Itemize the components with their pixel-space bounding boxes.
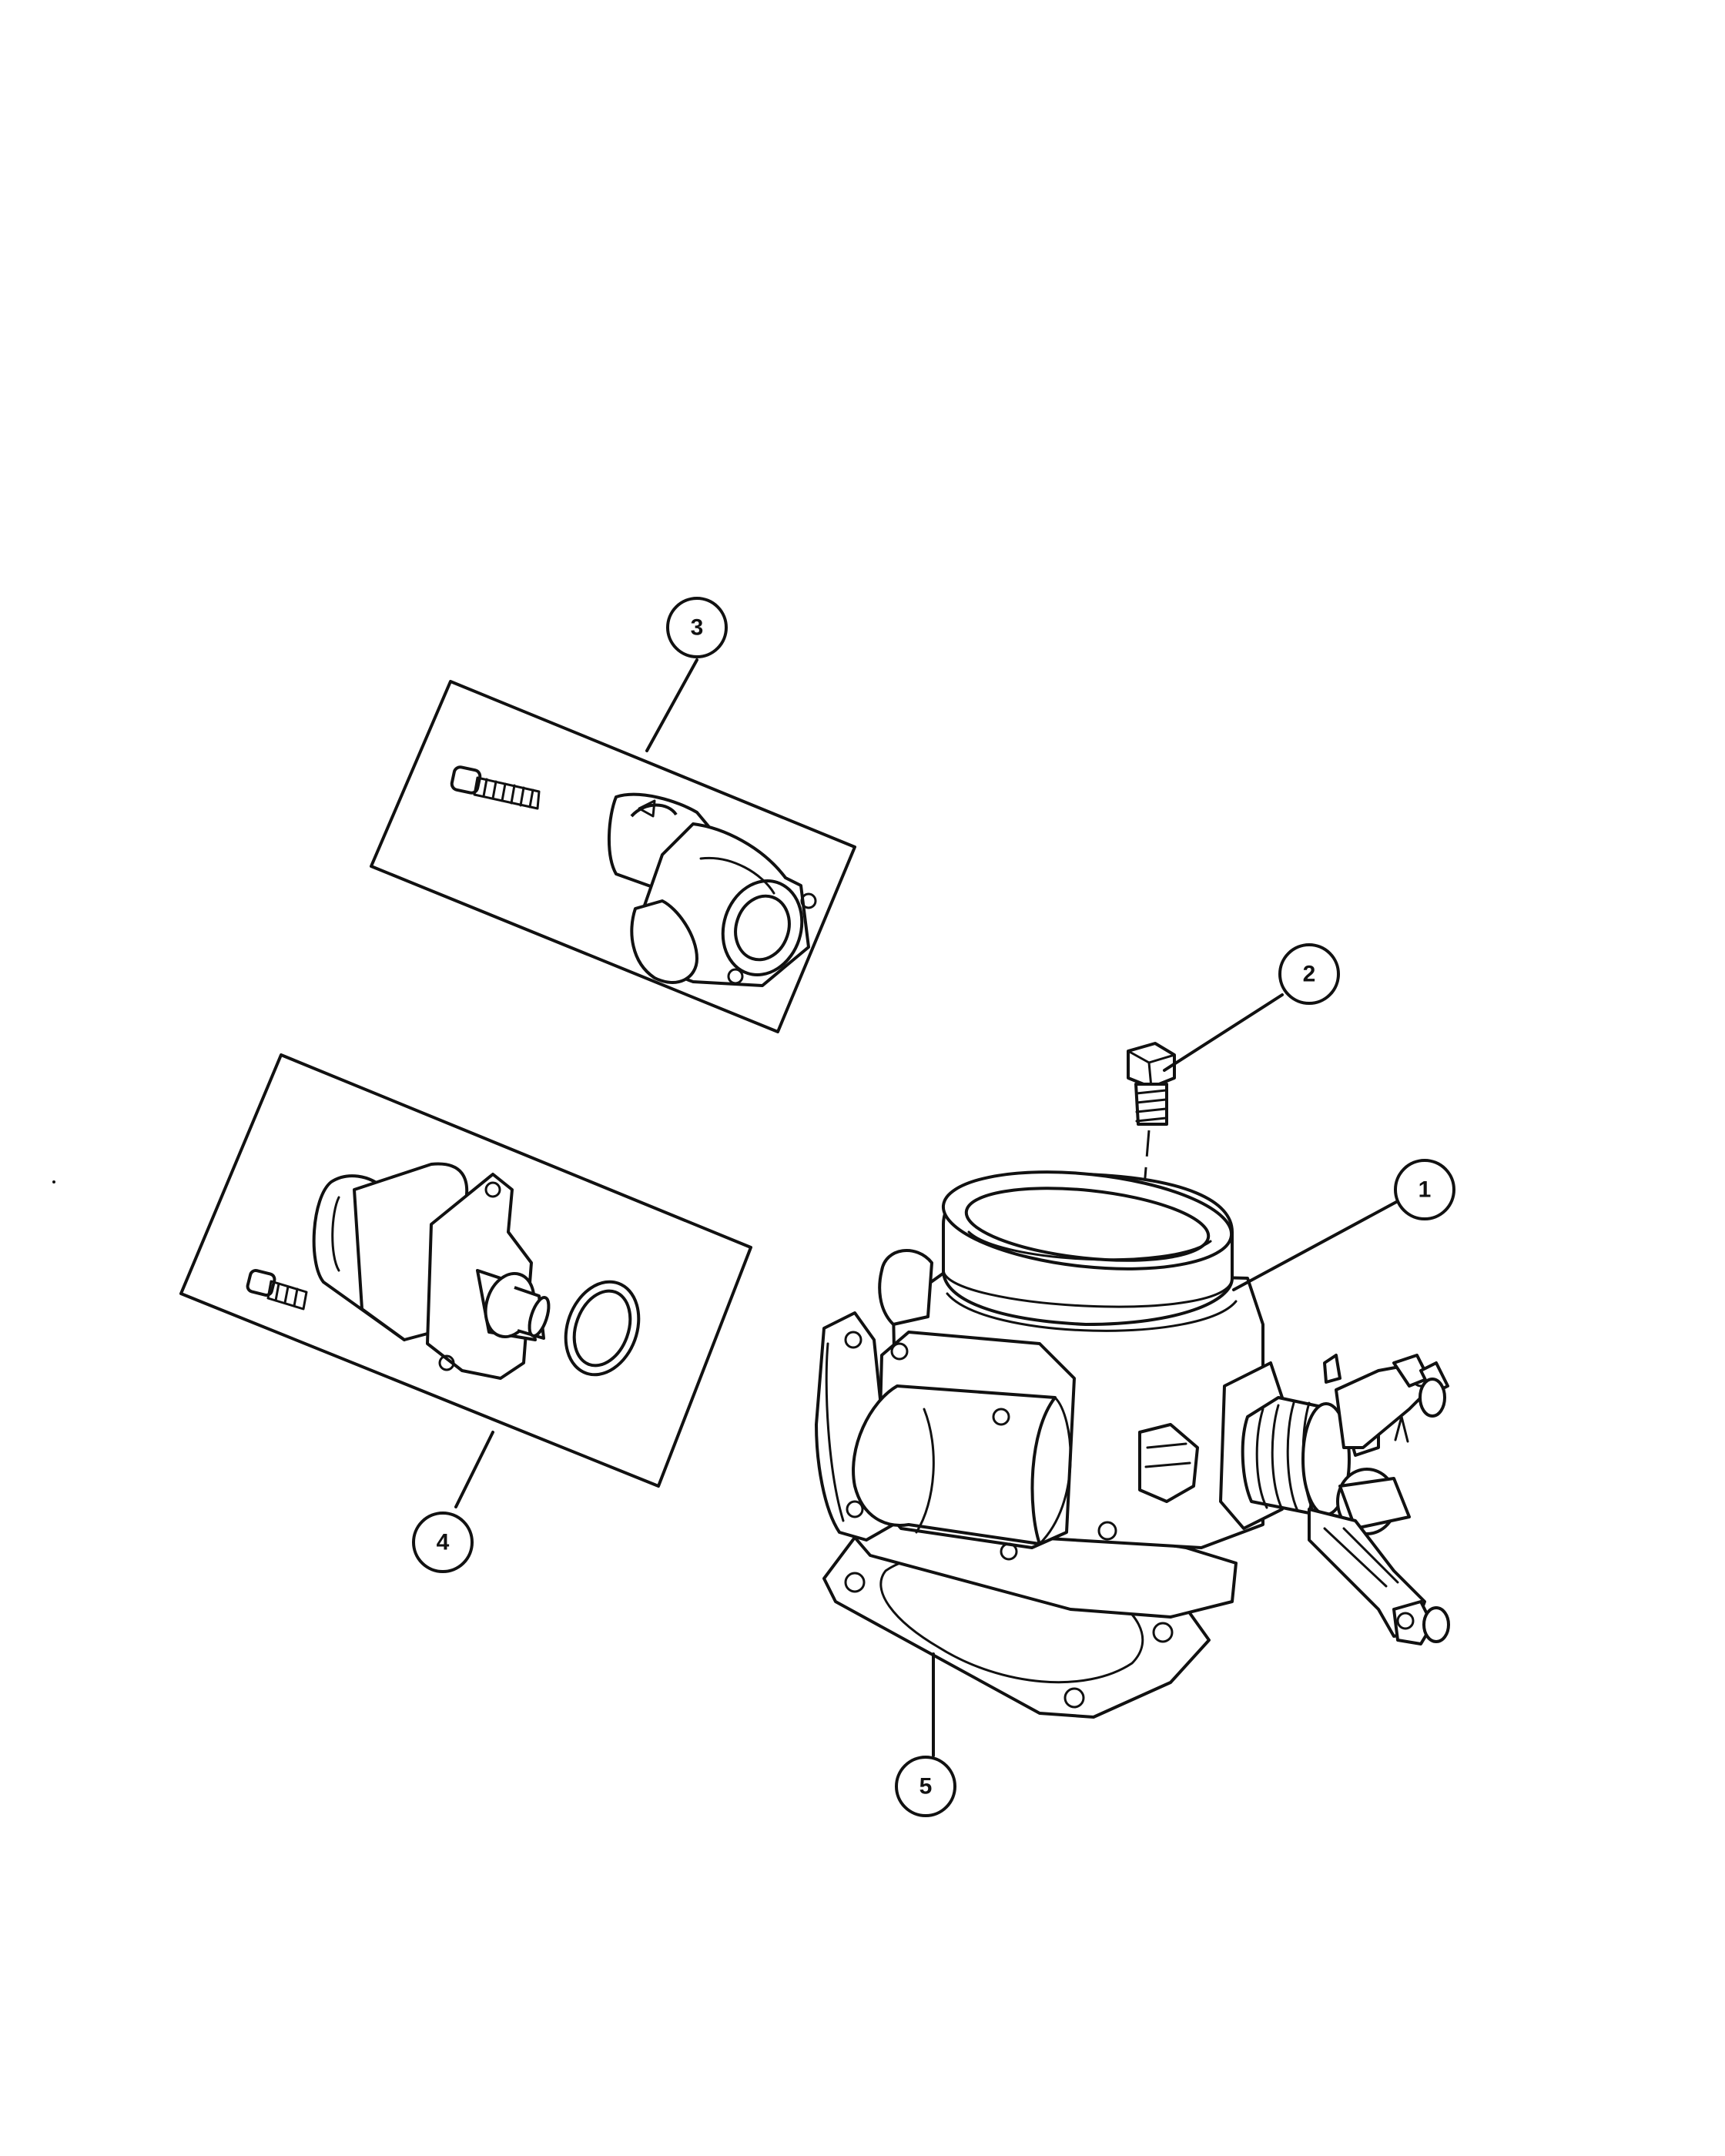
part-4-screw <box>246 1269 308 1311</box>
part-4-frame <box>179 1053 752 1488</box>
callout-5: 5 <box>895 1756 956 1817</box>
part-3-sensor <box>607 792 817 987</box>
part-2-leader <box>1163 993 1284 1072</box>
stray-dot <box>52 1180 55 1183</box>
callout-4: 4 <box>412 1512 474 1573</box>
part-1-throttle-body <box>815 1170 1450 1757</box>
callout-3: 3 <box>666 597 728 658</box>
callout-2: 2 <box>1278 943 1340 1005</box>
callout-4-label: 4 <box>437 1530 450 1555</box>
part-3-frame <box>370 680 856 1033</box>
part-4-motor <box>312 1162 551 1380</box>
callout-3-label: 3 <box>691 615 704 641</box>
callout-1: 1 <box>1394 1159 1455 1220</box>
callout-5-label: 5 <box>919 1774 933 1799</box>
part-1-leader <box>1232 1200 1399 1291</box>
callout-1-label: 1 <box>1419 1177 1432 1203</box>
part-3-group <box>370 658 856 1033</box>
part-4-group <box>179 1053 752 1508</box>
part-4-o-ring <box>564 1280 641 1377</box>
part-3-screw <box>450 765 541 810</box>
part-4-leader <box>454 1431 494 1508</box>
callout-2-label: 2 <box>1303 962 1316 987</box>
part-1-throttle-linkage <box>1219 1354 1450 1645</box>
part-3-leader <box>645 658 698 752</box>
